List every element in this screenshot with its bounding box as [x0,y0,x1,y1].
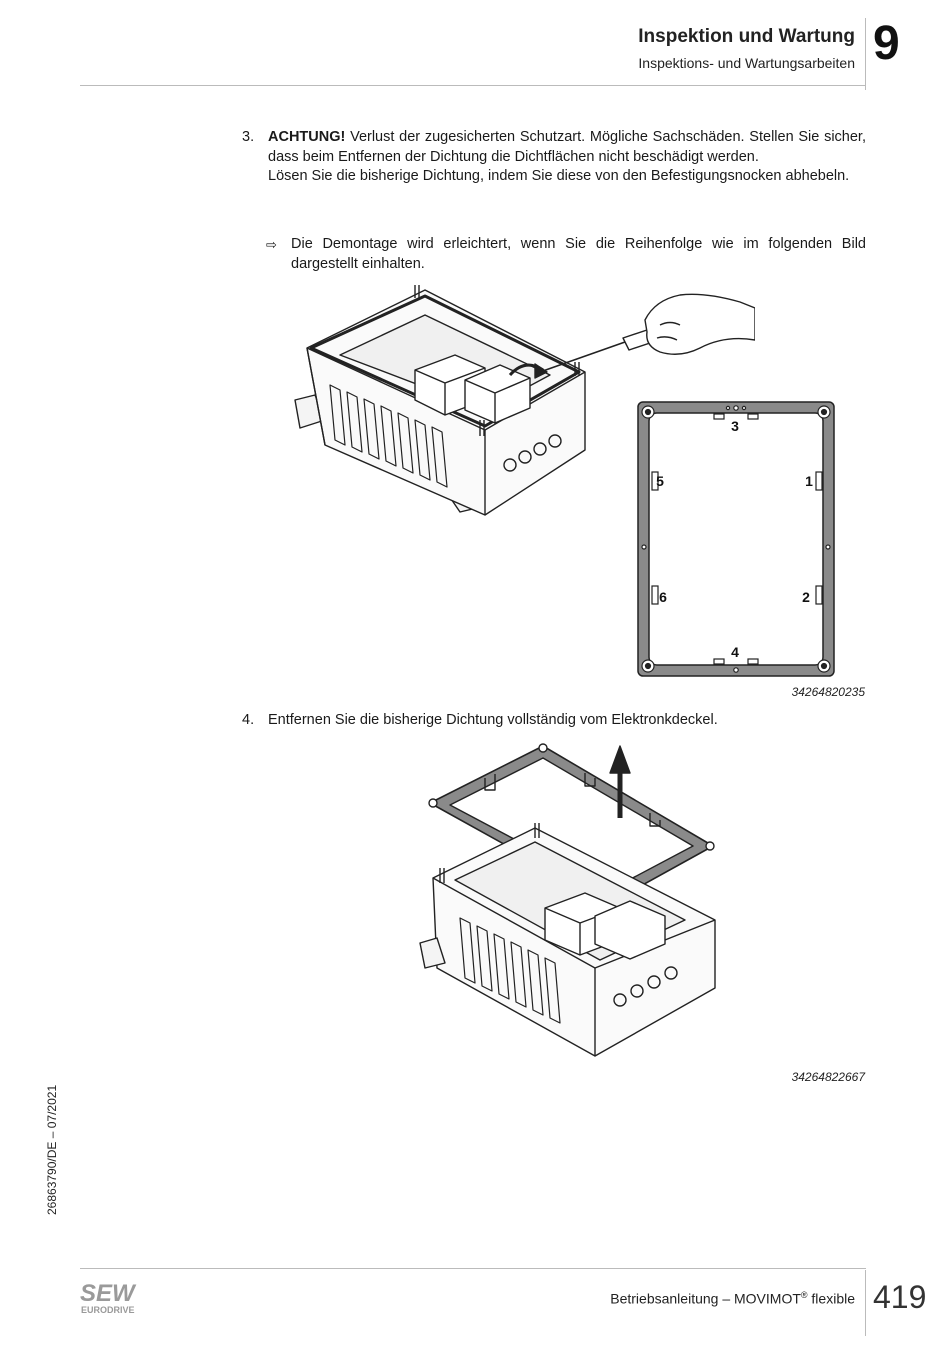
step-4-number: 4. [242,712,255,728]
figure-gasket-removal [419,743,716,1057]
warning-text: Verlust der zugesicherten Schutzart. Mög… [268,129,866,165]
section-subtitle: Inspektions- und Wartungsarbeiten [638,55,855,71]
footer-rule [80,1268,866,1269]
svg-text:EURODRIVE: EURODRIVE [81,1305,135,1315]
figure-gasket-order: 3 5 1 6 2 4 [637,401,835,677]
header-rule [80,85,866,86]
document-title: Betriebsanleitung – MOVIMOT® flexible [610,1290,855,1307]
figure-1-id: 34264820235 [791,685,865,699]
figure-2-id: 34264822667 [791,1070,865,1084]
order-label-6: 6 [659,589,667,605]
order-label-2: 2 [802,589,810,605]
page-number: 419 [873,1279,927,1315]
order-label-3: 3 [731,418,739,434]
figure-unit-screwdriver [294,285,755,516]
step-3: 3. ACHTUNG! Verlust der zugesicherten Sc… [242,128,866,187]
order-label-5: 5 [656,473,664,489]
svg-text:SEW: SEW [80,1281,137,1307]
step-4: 4. Entfernen Sie die bisherige Dichtung … [242,711,866,731]
warning-label: ACHTUNG! [268,129,346,145]
hint-text: Die Demontage wird erleichtert, wenn Sie… [291,236,866,272]
step-3-instruction: Lösen Sie die bisherige Dichtung, indem … [268,168,850,184]
step-3-number: 3. [242,129,255,145]
step-3-hint: ⇨ Die Demontage wird erleichtert, wenn S… [266,235,866,274]
step-4-text: Entfernen Sie die bisherige Dichtung vol… [268,712,718,728]
order-label-4: 4 [731,644,739,660]
footer-divider [865,1270,866,1336]
hint-arrow-icon: ⇨ [266,237,277,252]
section-title: Inspektion und Wartung [638,26,855,47]
sew-eurodrive-logo: SEW EURODRIVE [80,1281,137,1315]
step-3-warning: ACHTUNG! Verlust der zugesicherten Schut… [268,128,866,167]
header-divider [865,18,866,90]
order-label-1: 1 [805,473,813,489]
document-code: 26863790/DE – 07/2021 [45,1084,59,1215]
chapter-number: 9 [873,17,900,70]
